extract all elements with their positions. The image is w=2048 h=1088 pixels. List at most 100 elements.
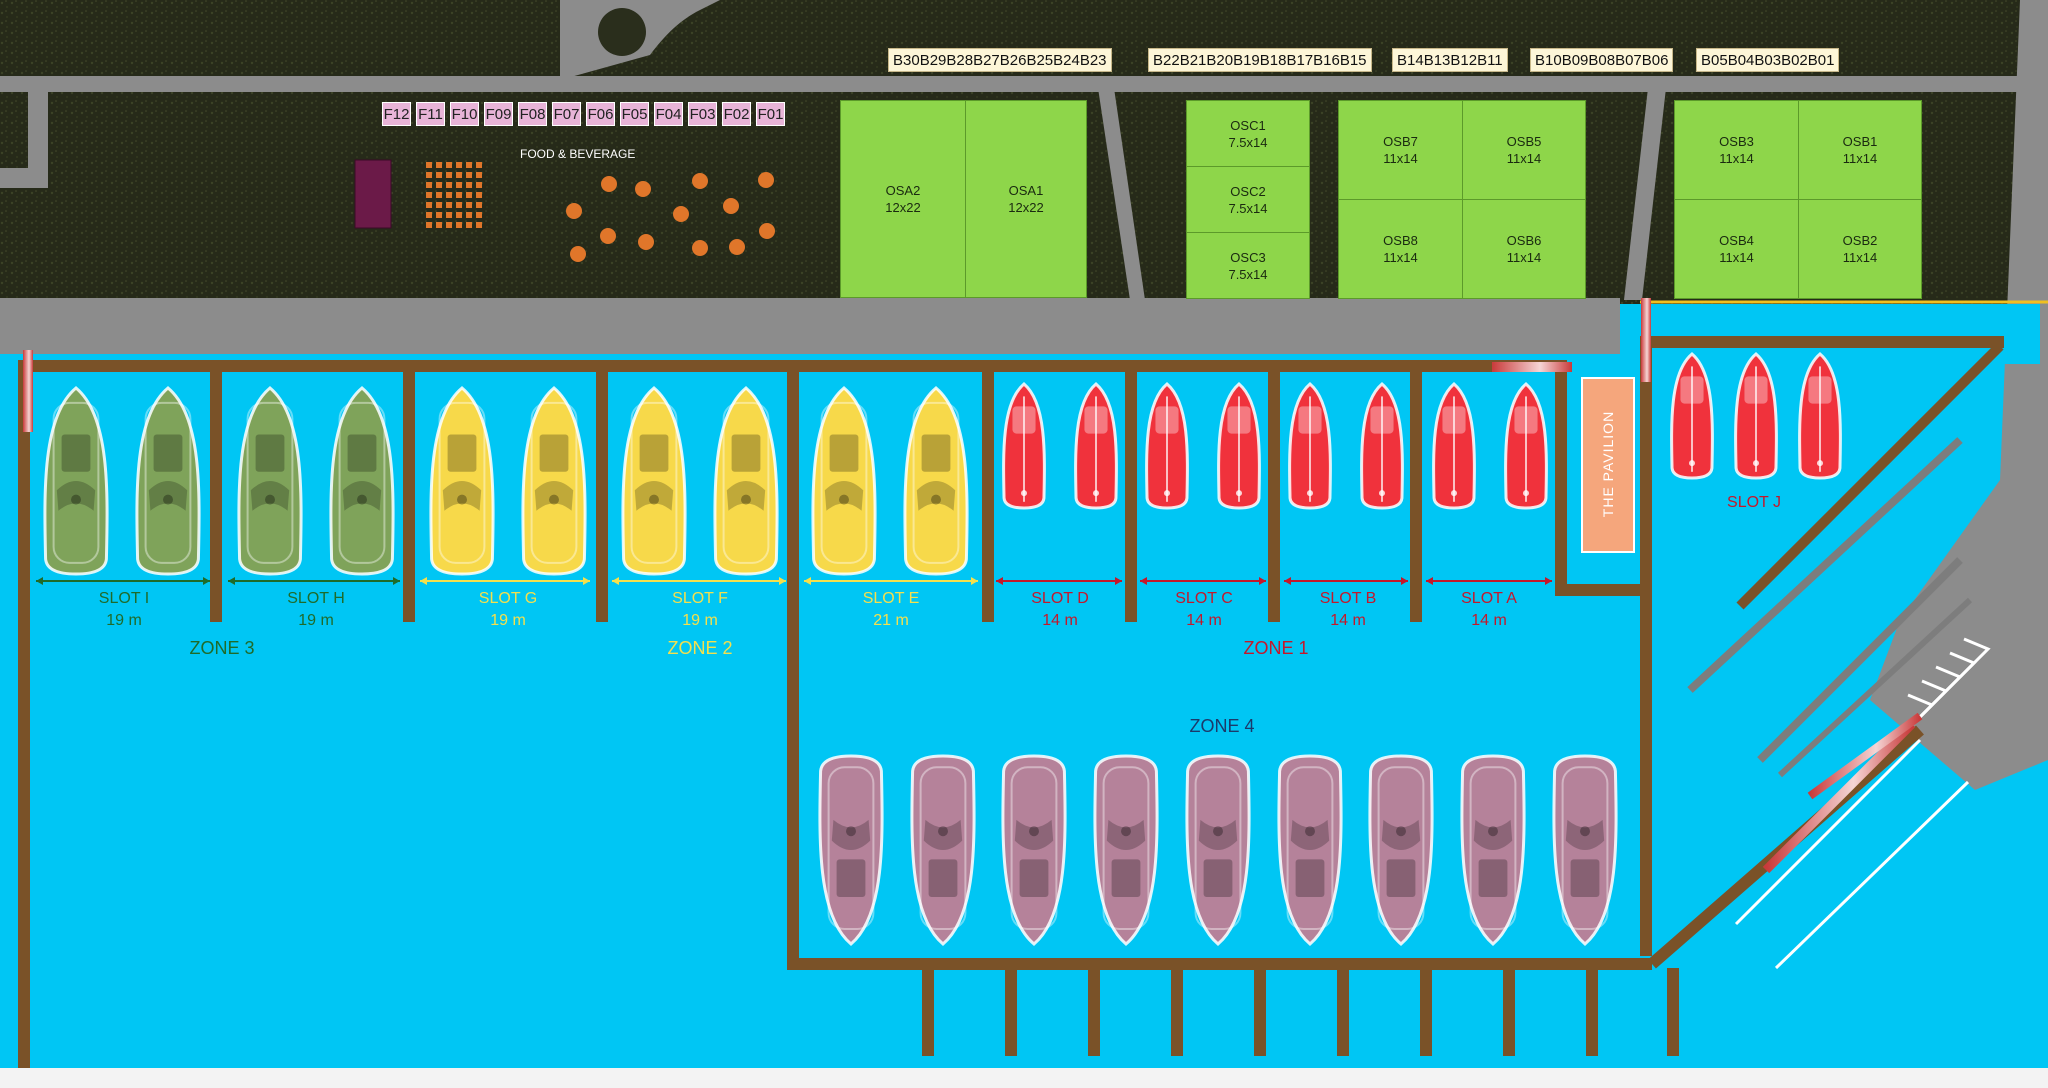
- boat-trim: [1102, 766, 1150, 930]
- slot-i-name: SLOT I: [98, 590, 150, 607]
- boat: [1734, 352, 1778, 480]
- boat-hull: [621, 386, 687, 576]
- boat-engine: [1093, 490, 1099, 497]
- arrow-head: [583, 577, 590, 585]
- plot-osc2-size: 7.5x14: [1228, 200, 1268, 216]
- booth-strip-b14-b11[interactable]: B14B13B12B11: [1392, 48, 1508, 72]
- boat-hatch: [731, 434, 761, 472]
- food-stall-f01[interactable]: F01: [756, 102, 785, 126]
- pier-segment: [787, 370, 799, 970]
- arrow-head: [1140, 577, 1147, 585]
- plot-osb5-id: OSB5: [1506, 134, 1542, 149]
- food-stall-f02[interactable]: F02: [722, 102, 751, 126]
- pier-segment: [1640, 336, 2004, 348]
- round-table: [692, 240, 708, 256]
- food-stall-f05[interactable]: F05: [620, 102, 649, 126]
- boat-hull: [1460, 754, 1526, 946]
- food-beverage-label: FOOD & BEVERAGE: [520, 147, 636, 161]
- boat-hatch: [1478, 859, 1508, 897]
- food-stall-f08[interactable]: F08: [518, 102, 547, 126]
- round-table: [758, 172, 774, 188]
- food-stall-f07[interactable]: F07: [552, 102, 581, 126]
- zone-2-label: ZONE 2: [667, 638, 733, 658]
- boat: [1368, 754, 1434, 946]
- boat-hull: [1277, 754, 1343, 946]
- round-table: [692, 173, 708, 189]
- boat-hatch: [255, 434, 285, 472]
- booth-strip-b30-b23[interactable]: B30B29B28B27B26B25B24B23: [888, 48, 1112, 72]
- arrow-head: [1115, 577, 1122, 585]
- bollard-left: [23, 350, 33, 432]
- seat: [466, 182, 472, 188]
- seat: [426, 222, 432, 228]
- seat: [466, 202, 472, 208]
- arrow-head: [1284, 577, 1291, 585]
- boat-trim: [438, 401, 486, 564]
- food-stall-f06[interactable]: F06: [586, 102, 615, 126]
- seat: [426, 192, 432, 198]
- food-stall-f09[interactable]: F09: [484, 102, 513, 126]
- booth-strip-b22-b15[interactable]: B22B21B20B19B18B17B16B15: [1148, 48, 1372, 72]
- boat-windshield: [1227, 406, 1251, 434]
- boat: [1001, 754, 1067, 946]
- boat-console: [1565, 819, 1605, 850]
- pier-segment: [1586, 968, 1598, 1056]
- boat-hatch: [153, 434, 183, 472]
- food-stall-f03[interactable]: F03: [688, 102, 717, 126]
- boat-engine: [1021, 490, 1027, 497]
- boat-engine: [1817, 460, 1823, 467]
- seat: [456, 202, 462, 208]
- boat-trim: [530, 401, 578, 564]
- food-stall-f12[interactable]: F12: [382, 102, 411, 126]
- seat: [476, 212, 482, 218]
- food-stall-f10[interactable]: F10: [450, 102, 479, 126]
- bollard-right: [1641, 298, 1651, 382]
- zone-4-label: ZONE 4: [1189, 716, 1255, 736]
- boat-wheel: [265, 494, 275, 505]
- plot-osc3-size: 7.5x14: [1228, 266, 1268, 282]
- boat-console: [923, 819, 963, 850]
- round-table: [729, 239, 745, 255]
- pier-segment: [787, 958, 1652, 970]
- arrow-head: [228, 577, 235, 585]
- boat-console: [831, 819, 871, 850]
- boat-hatch: [1570, 859, 1600, 897]
- booth-strip-b10-b06[interactable]: B10B09B08B07B06: [1530, 48, 1674, 72]
- booth-strip-b05-b01[interactable]: B05B04B03B02B01: [1696, 48, 1840, 72]
- plot-osb4-id: OSB4: [1719, 233, 1754, 248]
- boat: [1002, 382, 1046, 510]
- boat: [1360, 382, 1404, 510]
- boat-console: [634, 481, 674, 511]
- boat: [1552, 754, 1618, 946]
- arrow-head: [203, 577, 210, 585]
- food-stall-f04[interactable]: F04: [654, 102, 683, 126]
- slot-j-label[interactable]: SLOT J: [1694, 492, 1814, 514]
- boat-wheel: [457, 494, 467, 505]
- plot-osb8-id: OSB8: [1383, 233, 1418, 248]
- slot-b-name: SLOT B: [1319, 590, 1377, 607]
- food-stall-f11[interactable]: F11: [416, 102, 445, 126]
- plot-osb2-id: OSB2: [1842, 233, 1878, 248]
